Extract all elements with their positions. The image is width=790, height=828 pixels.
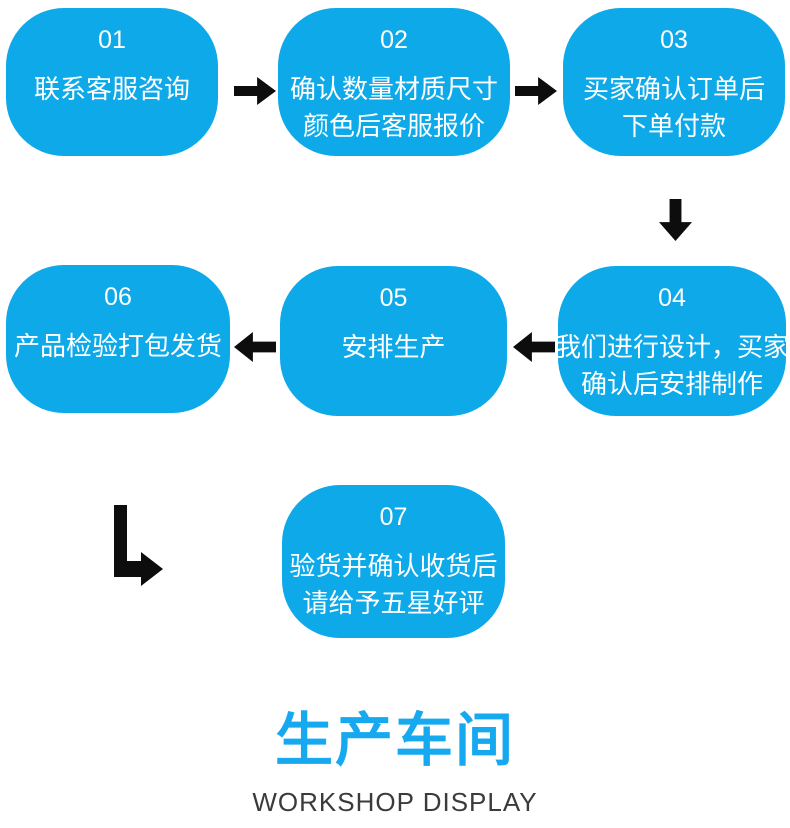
step-text-line: 下单付款 [621,111,726,141]
step-box-02: 02 确认数量材质尺寸 颜色后客服报价 [278,8,510,156]
step-text-line: 颜色后客服报价 [302,111,485,141]
step-text-line: 安排生产 [341,332,446,362]
arrow-down-icon [659,199,692,241]
step-number: 05 [379,284,408,312]
step-box-06: 06 产品检验打包发货 [6,265,230,413]
step-text-line: 确认后安排制作 [580,369,763,399]
step-box-01: 01 联系客服咨询 [6,8,218,156]
step-text-line: 联系客服咨询 [33,74,190,104]
step-number: 04 [658,284,686,312]
step-number: 02 [380,26,408,54]
step-text-line: 我们进行设计，买家 [555,332,790,362]
step-text-line: 请给予五星好评 [302,588,485,618]
step-box-05: 05 安排生产 [280,266,507,416]
step-text-line: 确认数量材质尺寸 [289,74,498,104]
step-number: 07 [379,503,408,531]
arrow-right-icon [234,77,276,105]
step-text-line: 产品检验打包发货 [13,331,222,361]
step-box-03: 03 买家确认订单后 下单付款 [563,8,785,156]
step-number: 03 [660,26,688,54]
step-text-line: 买家确认订单后 [582,74,765,104]
arrow-right-icon [515,77,557,105]
step-number: 06 [104,283,132,311]
step-text-line: 验货并确认收货后 [289,551,498,581]
step-box-04: 04 我们进行设计，买家 确认后安排制作 [555,266,790,416]
arrow-left-icon [513,332,555,362]
step-number: 01 [98,26,126,54]
section-title: 生产车间 [274,708,515,773]
section-subtitle: WORKSHOP DISPLAY [252,787,538,817]
arrow-left-icon [234,332,276,362]
step-box-07: 07 验货并确认收货后 请给予五星好评 [282,485,505,638]
elbow-arrow-icon [114,505,163,586]
